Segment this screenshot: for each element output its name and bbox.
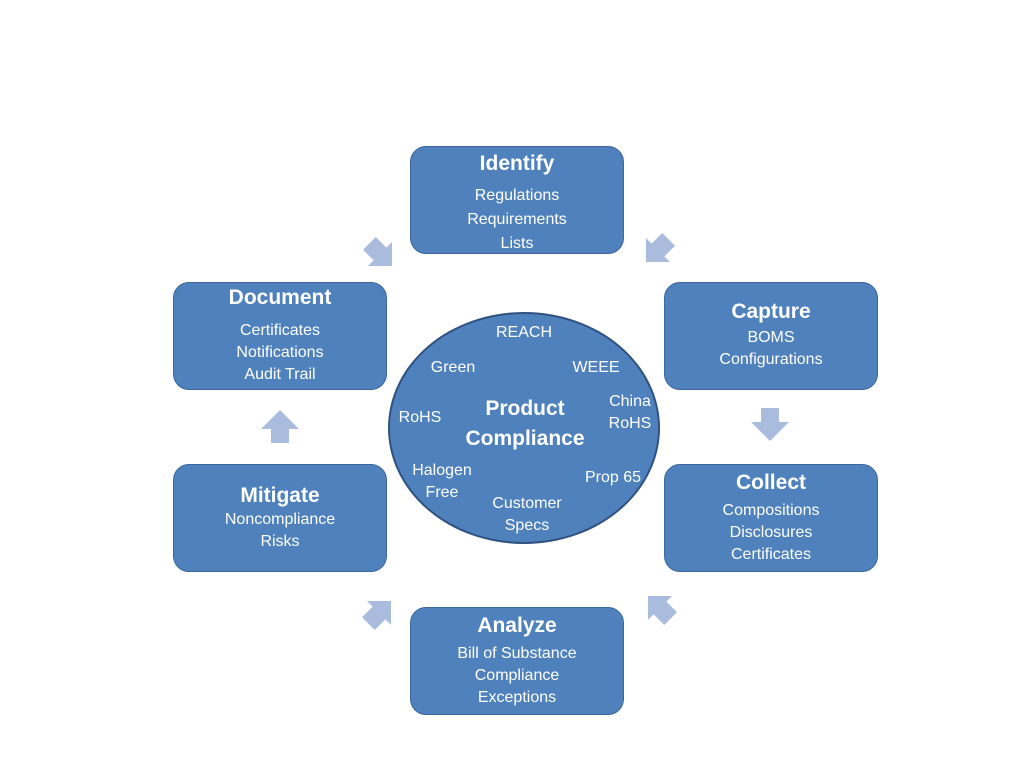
step-analyze-title: Analyze xyxy=(477,614,557,637)
step-document-line: Audit Trail xyxy=(244,366,316,383)
step-mitigate-line: Risks xyxy=(260,533,300,550)
hub-item-china-rohs: China RoHS xyxy=(609,391,652,435)
arrow-mitigate-to-document xyxy=(261,410,299,443)
step-mitigate: Mitigate Noncompliance Risks xyxy=(173,464,387,572)
hub-item-prop65: Prop 65 xyxy=(585,467,641,489)
step-capture: Capture BOMS Configurations xyxy=(664,282,878,390)
hub-item-text: China xyxy=(609,393,651,410)
hub-item-text: Prop 65 xyxy=(584,469,642,486)
hub-item-text: Free xyxy=(425,484,459,501)
step-identify-line: Requirements xyxy=(467,211,567,228)
hub-item-text: WEEE xyxy=(572,359,620,376)
hub-item-text: REACH xyxy=(495,324,553,341)
hub-item-text: Green xyxy=(430,359,476,376)
hub-item-rohs: RoHS xyxy=(399,407,442,429)
step-collect-line: Certificates xyxy=(730,546,812,563)
hub-title: Product Compliance xyxy=(465,394,584,454)
arrow-identify-to-capture xyxy=(645,233,675,263)
step-document-line: Notifications xyxy=(236,344,324,361)
step-analyze-line: Exceptions xyxy=(477,689,557,706)
hub-item-text: Customer xyxy=(492,495,562,512)
step-document: Document Certificates Notifications Audi… xyxy=(173,282,387,390)
step-capture-line: Configurations xyxy=(719,351,823,368)
step-collect-line: Disclosures xyxy=(729,524,813,541)
hub-item-weee: WEEE xyxy=(572,357,619,379)
hub-item-halogen-free: Halogen Free xyxy=(412,460,472,504)
step-collect-title: Collect xyxy=(735,471,806,494)
step-analyze-line: Bill of Substance xyxy=(457,645,577,662)
arrow-document-to-identify xyxy=(363,237,393,267)
step-capture-title: Capture xyxy=(731,300,811,323)
step-mitigate-title: Mitigate xyxy=(240,484,320,507)
step-capture-line: BOMS xyxy=(747,329,795,346)
step-collect-line: Compositions xyxy=(722,502,820,519)
step-identify-line: Lists xyxy=(500,235,534,252)
arrow-collect-to-analyze xyxy=(647,595,677,625)
product-compliance-hub xyxy=(388,312,660,544)
step-identify-line: Regulations xyxy=(474,187,560,204)
hub-item-green: Green xyxy=(431,357,475,379)
step-identify: Identify Regulations Requirements Lists xyxy=(410,146,624,254)
hub-item-text: Specs xyxy=(504,517,550,534)
hub-item-text: RoHS xyxy=(398,409,442,426)
hub-item-reach: REACH xyxy=(496,322,552,344)
hub-item-text: RoHS xyxy=(608,415,652,432)
step-document-title: Document xyxy=(228,286,332,309)
hub-title-line: Compliance xyxy=(465,427,585,450)
hub-item-text: Halogen xyxy=(412,462,472,479)
hub-title-line: Product xyxy=(485,397,565,420)
step-analyze-line: Compliance xyxy=(474,667,560,684)
arrow-analyze-to-mitigate xyxy=(362,600,392,630)
step-mitigate-line: Noncompliance xyxy=(224,511,336,528)
step-document-line: Certificates xyxy=(239,322,321,339)
step-analyze: Analyze Bill of Substance Compliance Exc… xyxy=(410,607,624,715)
arrow-capture-to-collect xyxy=(751,408,789,441)
step-collect: Collect Compositions Disclosures Certifi… xyxy=(664,464,878,572)
step-identify-title: Identify xyxy=(479,152,555,175)
hub-item-customer-specs: Customer Specs xyxy=(492,493,561,537)
